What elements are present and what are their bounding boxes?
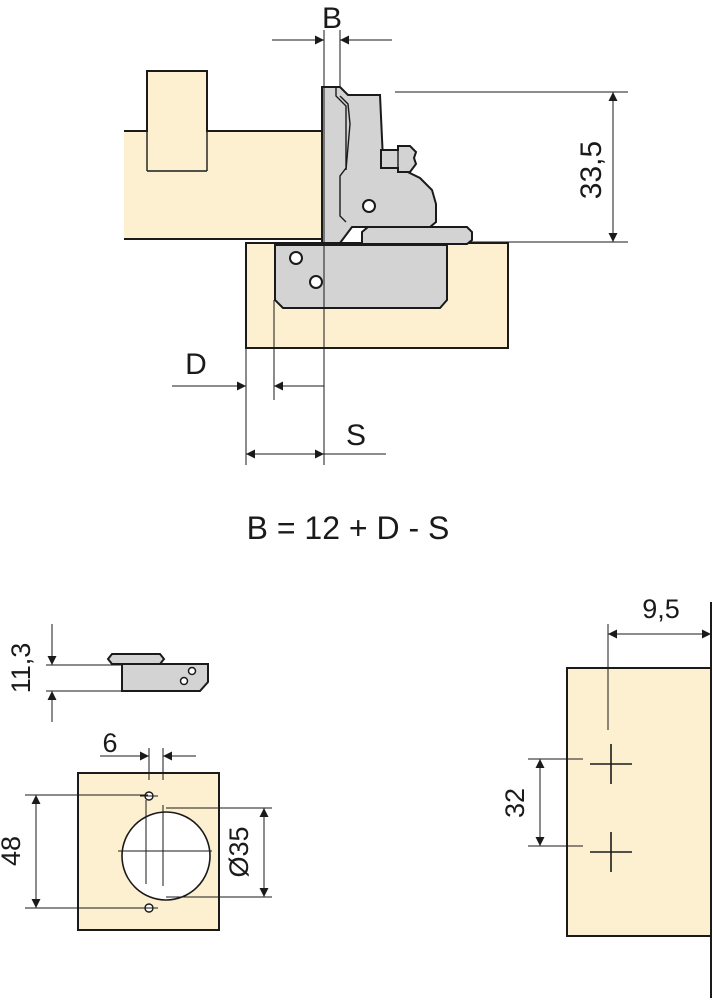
formula-text: B = 12 + D - S <box>247 510 450 546</box>
label-32: 32 <box>500 788 530 818</box>
cup-screw-hole-1 <box>289 251 303 265</box>
label-35: Ø35 <box>224 826 254 877</box>
label-33-5: 33,5 <box>575 141 608 199</box>
plate-side-hole-1 <box>187 666 197 676</box>
plate-side-top <box>106 653 166 665</box>
cabinet-side-drilling-panel <box>566 667 712 937</box>
plate-side-view: 11,3 <box>6 624 209 722</box>
cup-screw-hole-2 <box>309 275 323 289</box>
cup-bore-hole <box>121 811 211 901</box>
cup-drilling-view: 6 48 Ø35 <box>0 728 272 931</box>
hinge-arm <box>321 86 437 244</box>
label-d: D <box>185 348 207 381</box>
arm-screw-hole <box>362 199 376 213</box>
label-s: S <box>346 419 366 452</box>
label-11-3: 11,3 <box>6 643 36 694</box>
plate-side-body <box>121 663 209 692</box>
cabinet-side-drilling-view: 9,5 32 <box>500 594 712 998</box>
plate-side-hole-2 <box>179 676 189 686</box>
label-b: B <box>322 2 342 35</box>
mounting-plate <box>361 226 473 245</box>
hinge-arm-inner-edge <box>339 95 351 171</box>
cabinet-side-panel <box>124 70 323 240</box>
label-9-5: 9,5 <box>642 594 680 624</box>
hinge-assembly-view: B 33,5 D S <box>124 2 628 465</box>
label-48: 48 <box>0 836 26 866</box>
label-6: 6 <box>102 728 117 758</box>
